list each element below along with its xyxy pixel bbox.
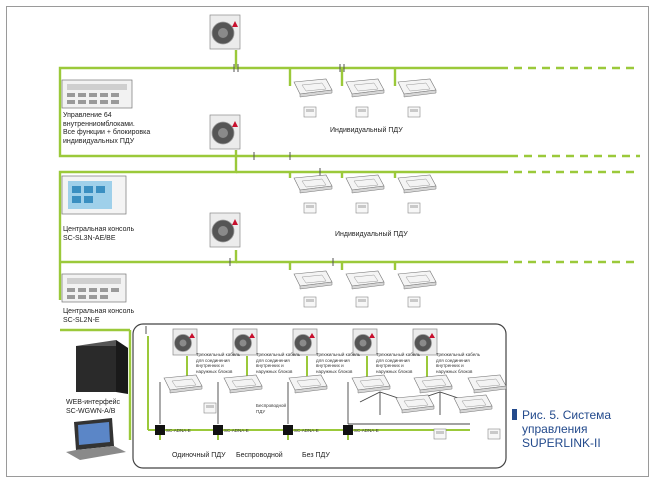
- cassette-row-1: [293, 78, 437, 98]
- adapter-label-2: SC-ADNA-E: [224, 428, 249, 433]
- outdoor-unit-2: [209, 114, 241, 150]
- caption-line-1: Рис. 5. Система: [522, 408, 612, 422]
- central-console-1-label: Центральная консоль SC-SL3N-AE/BE: [63, 226, 135, 242]
- cable-label-1: Трехжильный кабель для соединения внутре…: [196, 352, 241, 374]
- central-console-touch: [61, 175, 127, 215]
- no-remote-label: Без ПДУ: [302, 452, 330, 459]
- central-console-sl2n: [61, 273, 127, 303]
- central-controller-64: [61, 79, 133, 109]
- outdoor-unit-3: [209, 212, 241, 248]
- bus-line-2: [58, 150, 500, 262]
- individual-remote-label-1: Индивидуальный ПДУ: [330, 127, 403, 134]
- laptop: [66, 418, 126, 460]
- central-console-2-label: Центральная консоль SC-SL2N-E: [63, 308, 135, 324]
- wireless-label: Беспроводной: [236, 452, 283, 459]
- individual-remote-label-2: Индивидуальный ПДУ: [335, 231, 408, 238]
- adapter-label-4: SC-ADNA-E: [354, 428, 379, 433]
- wireless-remote-label: Беспроводной ПДУ: [256, 403, 287, 414]
- cable-label-3: Трехжильный кабель для соединения внутре…: [316, 352, 361, 374]
- remote-row-2: [303, 202, 421, 214]
- caption-marker: [512, 409, 517, 420]
- bus-line-3: [58, 250, 500, 440]
- remote-row-3: [303, 296, 421, 308]
- single-remote-label: Одиночный ПДУ: [172, 452, 226, 459]
- cable-label-4: Трехжильный кабель для соединения внутре…: [376, 352, 421, 374]
- cassette-row-3: [293, 270, 437, 290]
- caption-line-2: управления: [522, 422, 588, 436]
- remote-row-1: [303, 106, 421, 118]
- figure-caption: Рис. 5. Система управления SUPERLINK-II: [512, 408, 647, 450]
- caption-line-3: SUPERLINK-II: [522, 436, 601, 450]
- adapter-label-3: SC-ADNA-E: [294, 428, 319, 433]
- adapter-label-1: SC-ADNA-E: [166, 428, 191, 433]
- outdoor-unit-1: [209, 14, 241, 50]
- web-gateway-box: [76, 340, 128, 394]
- cable-label-5: Трехжильный кабель для соединения внутре…: [436, 352, 481, 374]
- cable-label-2: Трехжильный кабель для соединения внутре…: [256, 352, 301, 374]
- web-interface-label: WEB-интерфейс SC-WGWN-A/B: [66, 399, 121, 415]
- bus-line-lower: [147, 336, 470, 440]
- bus-line-1: [58, 50, 510, 158]
- building-box: [132, 323, 507, 469]
- control-64-label: Управление 64 внутренниомблоками. Все фу…: [63, 112, 151, 145]
- cassette-row-2: [293, 174, 437, 194]
